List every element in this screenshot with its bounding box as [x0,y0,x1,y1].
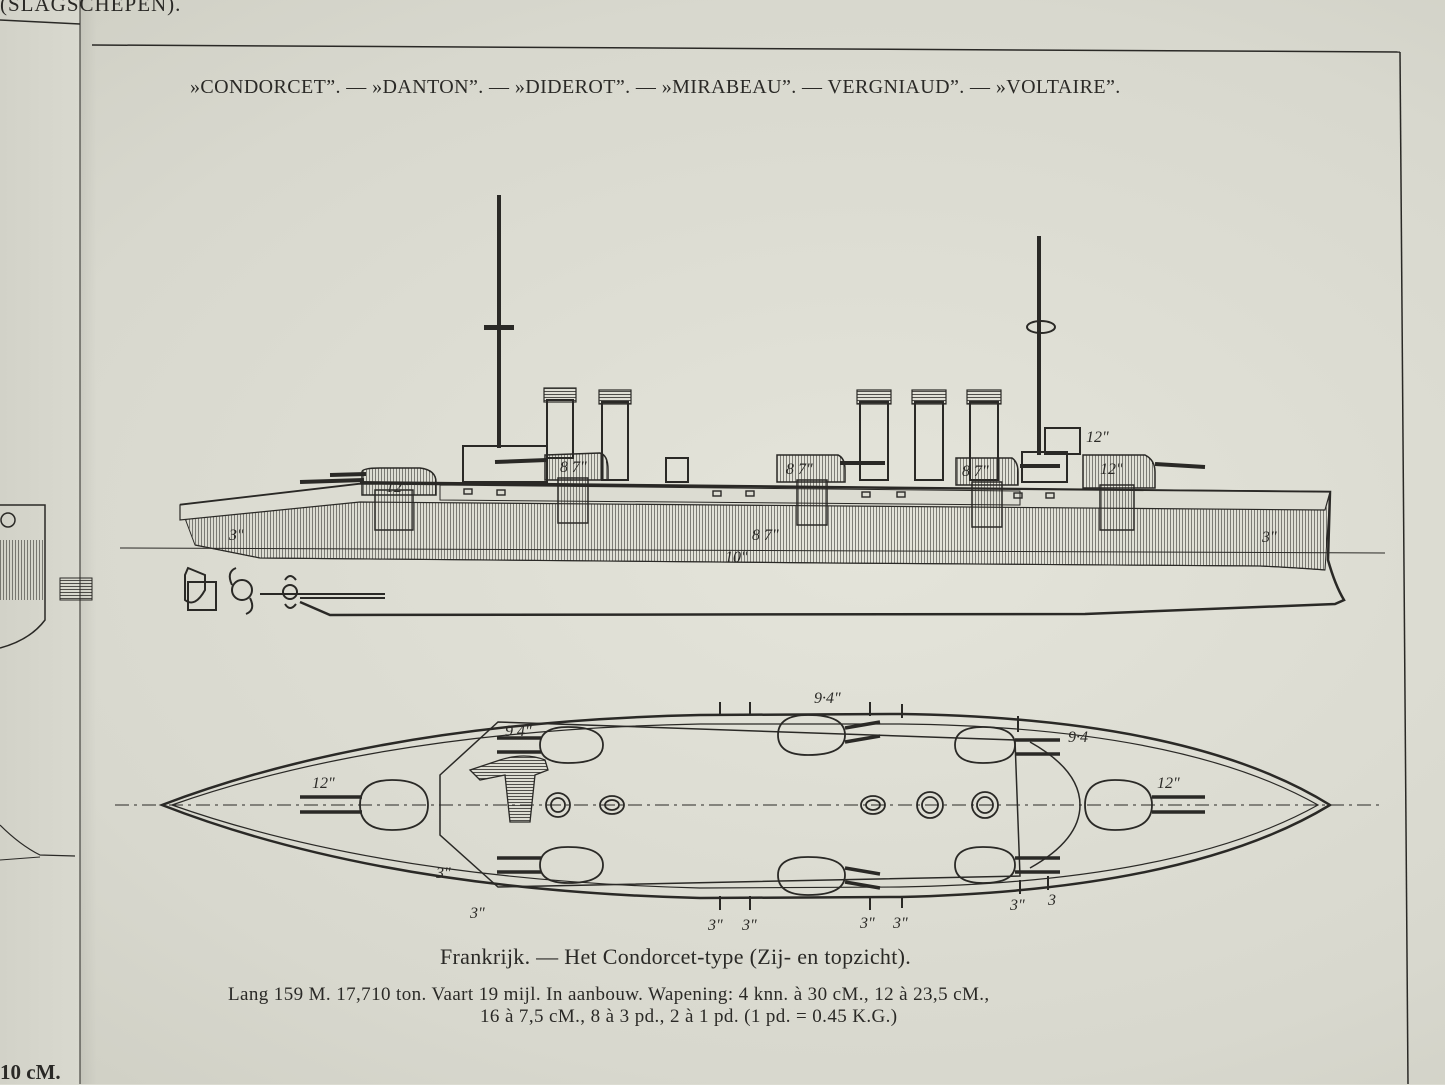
side-view: 12" 12" 12" 8 7" 8 7" 8 7" 8 7" 10" 3" 3… [119,195,1386,617]
label-secondary-3: 8 7" [962,463,989,480]
label-aft-mast-top: 12" [1086,429,1109,446]
section-label-cut: (SLAGSCHEPEN). [0,0,182,16]
label-secondary-2: 8 7" [786,461,813,478]
page-fold-shadow [80,0,104,1084]
label-top-bottom-2: 3" [707,917,723,934]
margin-cut-label: 10 cM. [0,1060,61,1084]
label-top-bottom-3: 3" [741,917,757,934]
neighbour-ship-fragment [0,504,93,861]
spec-line-1: Lang 159 M. 17,710 ton. Vaart 19 mijl. I… [228,984,990,1005]
label-belt-upper: 8 7" [752,527,779,544]
label-belt-stern: 3" [1261,529,1277,546]
label-top-bottom-6: 3" [1009,897,1025,914]
label-top-fore-turret: 12" [312,775,335,792]
label-belt-lower: 10" [725,549,748,566]
label-top-sec-aft: 9·4 [1068,729,1088,746]
label-top-sec-mid: 9·4" [814,690,841,707]
label-top-bow-armor: 3" [435,865,451,882]
label-top-bottom-1: 3" [469,905,485,922]
ship-names-heading: »CONDORCET”. — »DANTON”. — »DIDEROT”. — … [190,76,1121,98]
label-belt-bow: 3" [228,527,244,544]
label-turret-aft: 12" [1100,461,1123,478]
plate-border-top [91,44,1401,53]
spec-line-2: 16 à 7,5 cM., 8 à 3 pd., 2 à 1 pd. (1 pd… [480,1006,898,1027]
top-view: 12" 12" 9 4" 9·4" 9·4 3" 3" 3" 3" 3" 3" … [115,690,1380,934]
label-turret-fore: 12" [386,479,409,496]
figure-caption: Frankrijk. — Het Condorcet-type (Zij- en… [440,944,912,969]
label-top-bottom-5: 3" [892,915,908,932]
label-top-aft-turret: 12" [1157,775,1180,792]
label-top-bottom-7: 3 [1047,892,1056,909]
plate-border-right [1399,51,1409,1084]
label-top-sec-fwd: 9 4" [505,723,532,740]
label-top-bottom-4: 3" [859,915,875,932]
label-secondary-1: 8 7" [560,459,587,476]
